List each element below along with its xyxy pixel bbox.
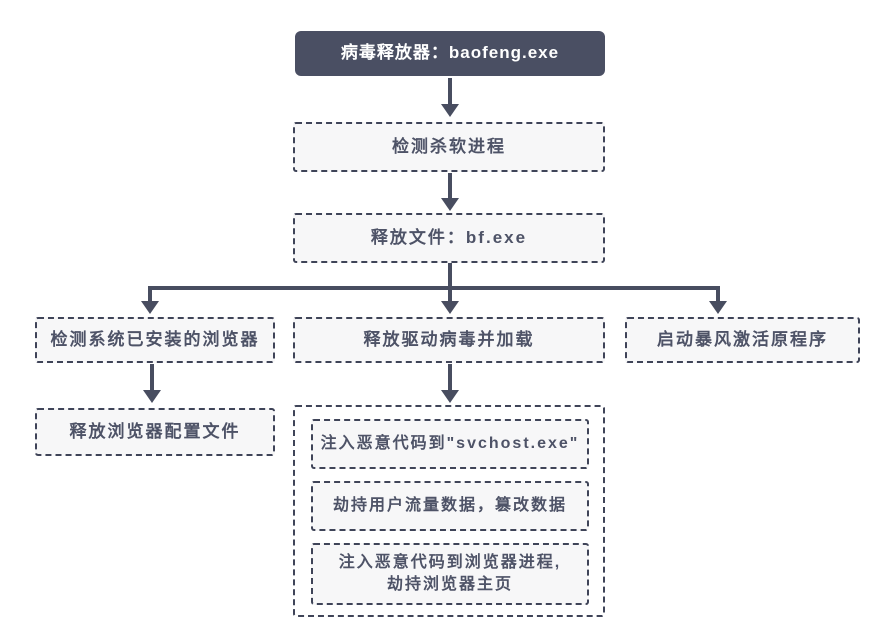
node-load-driver-virus: 释放驱动病毒并加载 — [293, 317, 605, 363]
node-detect-installed-browsers: 检测系统已安装的浏览器 — [35, 317, 275, 363]
arrow-down-icon — [143, 390, 161, 403]
connector-driver-payload — [441, 364, 459, 403]
connector-branch — [141, 263, 727, 314]
connector-antivirus-dropfile — [441, 173, 459, 211]
node-inject-svchost: 注入恶意代码到"svchost.exe" — [311, 419, 589, 469]
node-payload-group: 注入恶意代码到"svchost.exe" 劫持用户流量数据，篡改数据 注入恶意代… — [293, 405, 605, 617]
connector-browsers-config — [143, 364, 161, 403]
node-virus-dropper: 病毒释放器：baofeng.exe — [295, 31, 605, 76]
node-drop-browser-config: 释放浏览器配置文件 — [35, 408, 275, 456]
arrow-down-icon — [441, 198, 459, 211]
arrow-down-icon — [141, 301, 159, 314]
connector-dropper-antivirus — [441, 78, 459, 117]
arrow-down-icon — [441, 104, 459, 117]
arrow-down-icon — [441, 390, 459, 403]
node-inject-browser-process: 注入恶意代码到浏览器进程, 劫持浏览器主页 — [311, 543, 589, 605]
node-launch-original-program: 启动暴风激活原程序 — [625, 317, 860, 363]
arrow-down-icon — [709, 301, 727, 314]
node-drop-file: 释放文件：bf.exe — [293, 213, 605, 263]
node-hijack-traffic: 劫持用户流量数据，篡改数据 — [311, 481, 589, 531]
node-detect-antivirus: 检测杀软进程 — [293, 122, 605, 172]
arrow-down-icon — [441, 301, 459, 314]
